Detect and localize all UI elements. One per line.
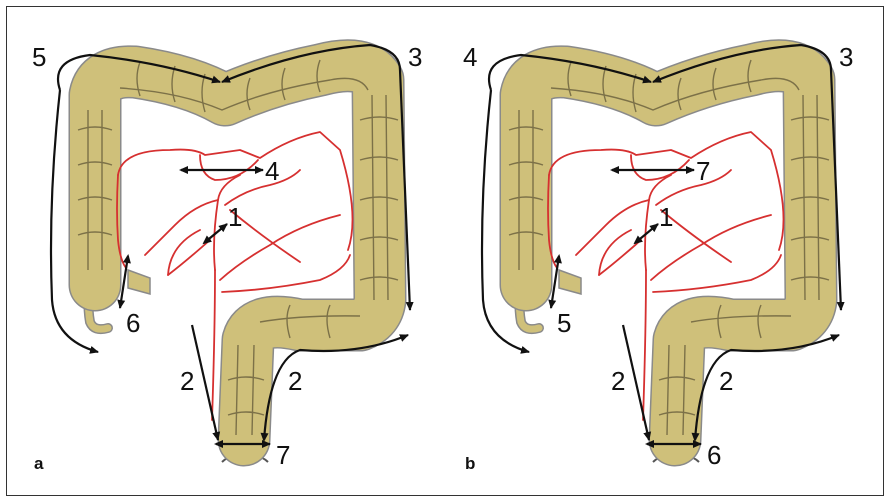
label-splenic: 3 xyxy=(408,42,422,72)
label-transverse: 4 xyxy=(265,156,279,186)
label-hepatic: 4 xyxy=(463,42,477,72)
panel-b: 4 3 7 1 5 2 2 6 b xyxy=(463,42,853,473)
label-splenic: 3 xyxy=(839,42,853,72)
label-mesenteric: 1 xyxy=(659,202,673,232)
label-sigmoid-right: 2 xyxy=(288,366,302,396)
label-mesenteric: 1 xyxy=(228,202,242,232)
label-ileocecal: 5 xyxy=(557,308,571,338)
label-rectal: 7 xyxy=(276,440,290,470)
label-hepatic: 5 xyxy=(32,42,46,72)
label-transverse: 7 xyxy=(696,156,710,186)
label-ileocecal: 6 xyxy=(126,308,140,338)
label-sigmoid-right: 2 xyxy=(719,366,733,396)
label-sigmoid-left: 2 xyxy=(180,366,194,396)
panel-label-a: a xyxy=(34,454,44,473)
panel-a: 5 3 4 1 6 2 2 7 a xyxy=(32,42,422,473)
panel-label-b: b xyxy=(465,454,475,473)
label-rectal: 6 xyxy=(707,440,721,470)
label-sigmoid-left: 2 xyxy=(611,366,625,396)
